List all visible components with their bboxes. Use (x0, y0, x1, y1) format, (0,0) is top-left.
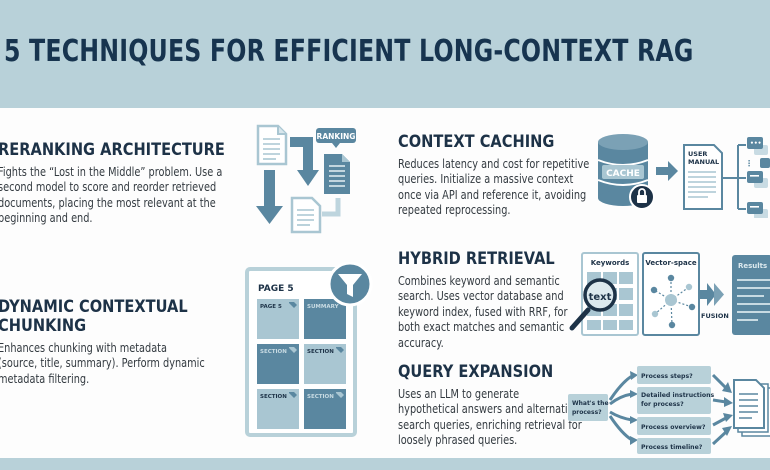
title-line: DYNAMIC CONTEXTUAL (0, 297, 188, 317)
chunked-page-icon: PAGE 5 PAGE 5 SUMMARY SECTION SECTION SE… (245, 262, 373, 437)
reorder-documents-icon: RANKING (256, 124, 356, 234)
section-description: Enhances chunking with metadata (source,… (0, 341, 205, 387)
section-title: DYNAMIC CONTEXTUAL CHUNKING (0, 298, 220, 336)
cache-flow-icon: CACHE USER MANUAL ••• ⋮ (597, 134, 770, 218)
tag-icon (289, 302, 344, 398)
page-title: 5 TECHNIQUES FOR EFFICIENT LONG-CONTEXT … (4, 34, 694, 69)
page-label: PAGE 5 (258, 284, 294, 294)
description-line: metadata filtering. (0, 371, 90, 386)
description-line: both exact matches and semantic (398, 320, 565, 335)
description-line: Reduces latency and cost for repetitive (398, 157, 590, 171)
source-query: What's the (572, 400, 609, 407)
section-dynamic-contextual-chunking: DYNAMIC CONTEXTUAL CHUNKING Enhances chu… (0, 298, 256, 387)
description-line: Uses an LLM to generate (398, 387, 520, 401)
header-band (0, 0, 770, 108)
description-line: second model to score and reorder retrie… (0, 180, 217, 195)
section-description: Fights the “Lost in the Middle” problem.… (0, 165, 222, 227)
description-line: beginning and end. (0, 211, 93, 226)
vector-space-label: Vector-space (645, 259, 696, 267)
section-description: Combines keyword and semantic search. Us… (398, 274, 568, 351)
chunk-label: SECTION (307, 394, 334, 400)
expansion-query: Process steps? (641, 373, 693, 380)
description-line: accuracy. (398, 335, 444, 350)
section-hybrid-retrieval: HYBRID RETRIEVAL Combines keyword and se… (398, 250, 610, 351)
svg-text:⋮: ⋮ (745, 159, 753, 168)
results-label: Results (738, 262, 767, 270)
description-line: hypothetical answers and alternative (398, 402, 580, 417)
footer-band (0, 458, 770, 470)
expansion-query: Process overview? (641, 424, 706, 431)
chat-bubbles-icon: ••• ⋮ (745, 137, 770, 218)
title-line: CHUNKING (0, 316, 87, 336)
description-line: (source, title, summary). Perform dynami… (0, 356, 205, 371)
section-context-caching: CONTEXT CACHING Reduces latency and cost… (398, 133, 637, 219)
magnifier-icon: text (569, 278, 617, 331)
cache-label: CACHE (606, 169, 640, 179)
description-line: Enhances chunking with metadata (0, 341, 167, 355)
query-expansion-icon: What's the process? Process steps? Detai… (568, 366, 770, 454)
description-line: Fights the “Lost in the Middle” problem.… (0, 165, 223, 179)
description-line: queries. Initialize a massive context (398, 172, 574, 187)
fusion-label: FUSION (701, 312, 729, 320)
ranking-badge-label: RANKING (317, 132, 356, 141)
stacked-documents-icon (733, 379, 770, 437)
description-line: once via API and reference it, avoiding (398, 187, 587, 202)
chunk-label: SUMMARY (307, 304, 340, 310)
section-title: QUERY EXPANSION (398, 362, 554, 382)
section-description: Reduces latency and cost for repetitive … (398, 157, 589, 219)
keywords-label: Keywords (591, 259, 630, 267)
description-line: keyword index, fused with RRF, for (398, 304, 568, 319)
lock-icon (629, 184, 655, 210)
section-title: RERANKING ARCHITECTURE (0, 140, 225, 160)
expansion-query: Process timeline? (641, 444, 703, 451)
section-title: HYBRID RETRIEVAL (398, 249, 555, 269)
description-line: Combines keyword and semantic (398, 274, 560, 288)
source-query: process? (572, 409, 602, 416)
section-reranking-architecture: RERANKING ARCHITECTURE Fights the “Lost … (0, 141, 278, 227)
chunk-label: SECTION (260, 394, 287, 400)
description-line: loosely phrased queries. (398, 433, 518, 448)
expansion-query: for process? (641, 401, 684, 408)
chunk-label: SECTION (307, 349, 334, 355)
chunk-label: PAGE 5 (260, 304, 282, 310)
svg-text:•••: ••• (750, 140, 762, 147)
chunk-label: SECTION (260, 349, 287, 355)
description-line: documents, placing the most relevant at … (0, 195, 216, 210)
description-line: search. Uses vector database and (398, 289, 564, 304)
section-title: CONTEXT CACHING (398, 132, 555, 152)
section-description: Uses an LLM to generate hypothetical ans… (398, 387, 582, 449)
description-line: repeated reprocessing. (398, 203, 511, 218)
document-icon: USER MANUAL (683, 144, 723, 210)
expansion-query: Detailed instructions (641, 392, 715, 399)
hybrid-retrieval-icon: Keywords text Vector-space FUSION Result… (569, 252, 770, 336)
doc-label: MANUAL (688, 158, 719, 166)
description-line: search queries, enriching retrieval for (398, 417, 582, 432)
doc-label: USER (688, 150, 707, 158)
section-query-expansion: QUERY EXPANSION Uses an LLM to generate … (398, 363, 628, 449)
magnifier-text: text (589, 292, 612, 303)
